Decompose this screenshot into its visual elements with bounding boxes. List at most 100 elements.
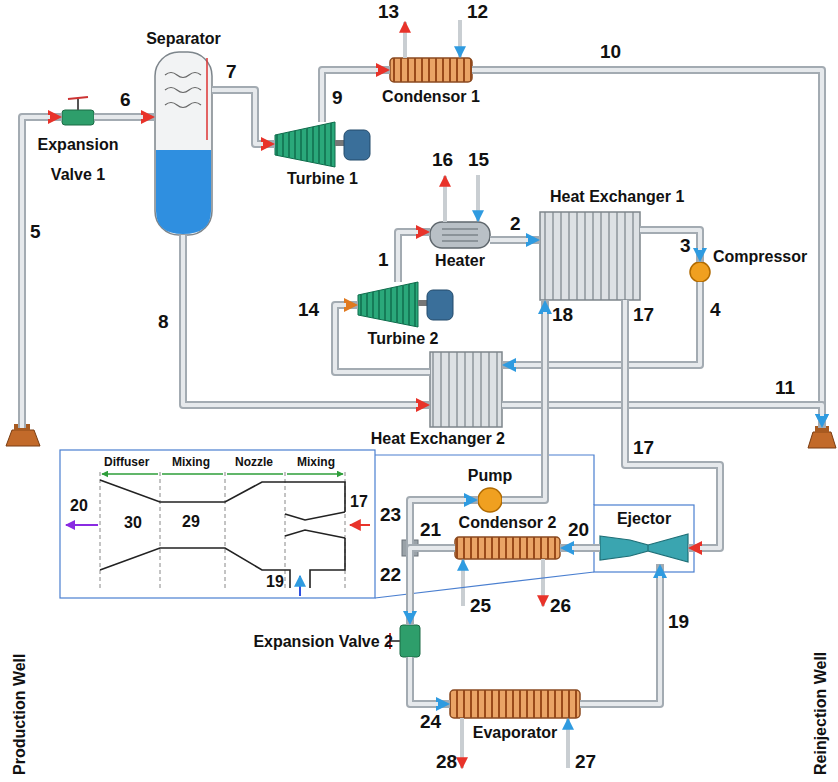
stream-number: 17 [633, 438, 654, 458]
section-label: Diffuser [104, 456, 149, 469]
component-label: Expansion Valve 2 [193, 633, 393, 651]
pipe-group [22, 117, 62, 428]
component-label: Heat Exchanger 1 [550, 188, 725, 206]
component-label: Production Well [11, 654, 29, 775]
pipe-highlight [640, 230, 700, 250]
turbine: Turbine 1 [275, 122, 370, 167]
section-label: Nozzle [235, 456, 273, 469]
pipe-highlight [410, 548, 455, 613]
stream-number: 11 [775, 378, 795, 398]
component-label: Pump [450, 467, 530, 485]
pipe-highlight [410, 657, 438, 704]
component-label: Evaporator [450, 724, 580, 742]
component-label: Turbine 2 [353, 330, 453, 348]
pipe [472, 70, 822, 428]
condenser: Condensor 2 [455, 537, 560, 559]
stream-number: 15 [468, 150, 489, 170]
component-label: Condensor 1 [371, 88, 491, 106]
stream-number: 17 [350, 494, 368, 511]
component-label: Heat Exchanger 2 [350, 430, 505, 448]
expansion-valve: Expansion Valve 1 [62, 108, 94, 126]
stream-number: 3 [680, 236, 691, 256]
reinjection-well: Reinjection Well [808, 428, 836, 448]
component-label: Expansion Valve 1 [34, 130, 122, 191]
component-label: Separator [130, 30, 237, 48]
stream-number: 10 [600, 42, 621, 62]
pipe [94, 113, 155, 121]
pipe-highlight [472, 70, 822, 416]
stream-number: 19 [266, 574, 284, 591]
stream-number: 25 [470, 596, 491, 616]
pipe [322, 70, 390, 122]
stream-number: 28 [436, 752, 457, 772]
component-label: Reinjection Well [812, 652, 830, 775]
pipe-group [183, 235, 430, 405]
stream-number: 30 [124, 515, 142, 532]
pipe-group [410, 548, 455, 625]
stream-number: 21 [420, 520, 441, 540]
pipe [502, 405, 822, 428]
component-label: Condensor 2 [445, 514, 570, 532]
pipe-group [410, 657, 450, 704]
pipe-highlight [94, 115, 143, 119]
pipe [212, 90, 275, 144]
stream-number: 6 [120, 90, 131, 110]
ejector: Ejector [600, 532, 688, 564]
pump: Pump [478, 488, 502, 512]
stream-number: 19 [668, 612, 689, 632]
stream-number: 7 [226, 62, 237, 82]
compressor: Compressor [690, 262, 710, 282]
pipe-group [398, 232, 430, 282]
stream-number: 13 [378, 2, 399, 22]
pipe [560, 544, 600, 552]
production-well: Production Well [6, 428, 40, 446]
heater: Heater [430, 222, 490, 248]
stream-number: 23 [380, 505, 401, 525]
pipe-group [502, 405, 822, 428]
pipe [410, 657, 450, 704]
stream-number: 8 [158, 312, 169, 332]
stream-number: 20 [70, 498, 88, 515]
pipe-highlight [398, 232, 418, 282]
section-label: Mixing [297, 456, 335, 469]
stream-number: 22 [380, 565, 401, 585]
expansion-valve: Expansion Valve 2 [398, 625, 422, 657]
stream-number: 29 [182, 514, 200, 531]
component-label: Compressor [713, 248, 823, 266]
stream-number: 4 [710, 300, 721, 320]
pipe [490, 236, 540, 244]
pipe-highlight [183, 235, 418, 405]
pipe-highlight [410, 500, 466, 548]
pipe-highlight [490, 238, 528, 242]
stream-number: 16 [432, 150, 453, 170]
section-label: Mixing [172, 456, 210, 469]
pipe-highlight [212, 90, 263, 144]
component-label: Turbine 1 [270, 170, 375, 188]
separator-vessel: Separator [155, 52, 212, 235]
pipe-highlight [502, 405, 822, 416]
stream-number: 26 [550, 596, 571, 616]
condenser: Condensor 1 [390, 58, 472, 82]
heat-exchanger: Heat Exchanger 2 [430, 352, 502, 427]
pipe-highlight [580, 576, 660, 704]
pipe-group [502, 282, 700, 365]
stream-number: 17 [633, 305, 654, 325]
pipe-group [212, 90, 275, 144]
stream-number: 5 [30, 222, 41, 242]
turbine: Turbine 2 [358, 282, 443, 327]
pipe [410, 548, 455, 625]
pipe-group [580, 564, 660, 704]
stream-number: 12 [467, 2, 488, 22]
pipe-group [94, 117, 155, 118]
pipe [183, 235, 430, 405]
stream-number: 14 [298, 300, 319, 320]
stream-number: 2 [510, 214, 521, 234]
pipe-group [490, 240, 540, 241]
pipe-group [560, 548, 600, 549]
pipe-highlight [322, 70, 378, 122]
heat-exchanger: Heat Exchanger 1 [540, 212, 640, 300]
pipe-highlight [572, 546, 600, 550]
pipe [398, 232, 430, 282]
pipe-group [322, 70, 390, 122]
